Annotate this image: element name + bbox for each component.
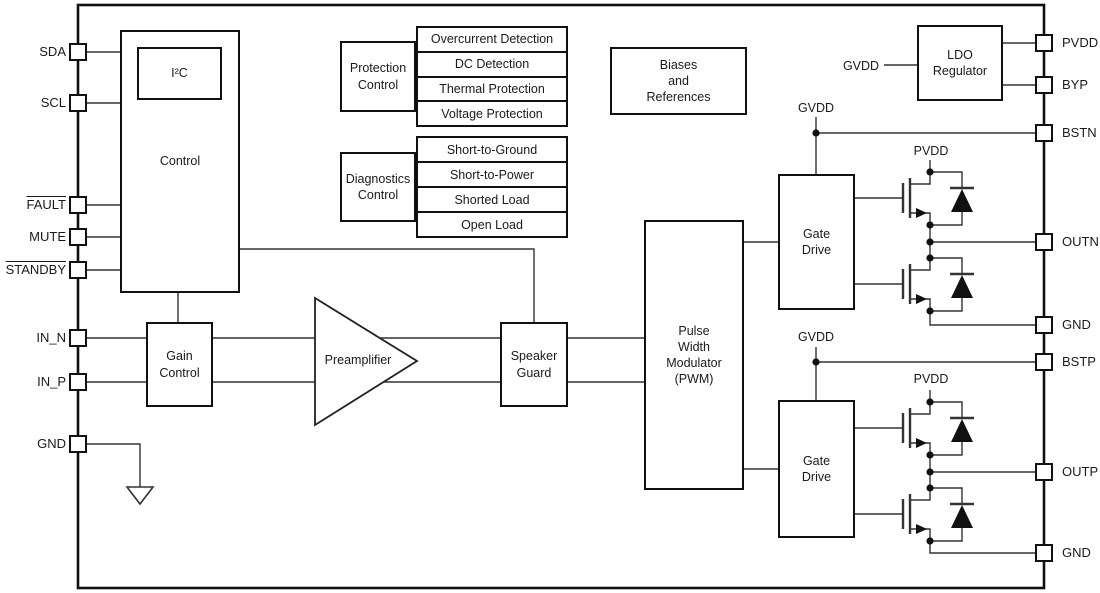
pin-byp (1035, 76, 1053, 94)
pin-label-outn: OUTN (1062, 234, 1099, 249)
pin-label-scl: SCL (40, 95, 66, 110)
pin-label-bstn: BSTN (1062, 125, 1097, 140)
pin-outn (1035, 233, 1053, 251)
pin-label-in-p: IN_P (37, 374, 66, 389)
pin-bstn (1035, 124, 1053, 142)
chip-boundary (76, 3, 1046, 590)
pin-fault (69, 196, 87, 214)
gvdd-p-net-label: GVDD (797, 330, 835, 344)
pin-label-pvdd: PVDD (1062, 35, 1099, 50)
pin-in-n (69, 329, 87, 347)
nmos-high-side-p-icon (853, 397, 976, 460)
pin-label-byp: BYP (1062, 77, 1089, 92)
pin-in-p (69, 373, 87, 391)
preamplifier-label: Preamplifier (324, 353, 392, 367)
diagnostics-item: Short-to-Power (418, 163, 566, 188)
speaker-guard-label: Speaker Guard (510, 349, 558, 380)
ground-icon (125, 486, 155, 506)
i2c-block: I²C (137, 47, 222, 100)
pin-label-mute: MUTE (29, 229, 66, 244)
diagnostics-control-block: Diagnostics Control (340, 152, 416, 222)
gvdd-ldo-net-label: GVDD (842, 59, 880, 73)
pwm-label: Pulse Width Modulator (PWM) (666, 323, 722, 387)
protection-list: Overcurrent Detection DC Detection Therm… (416, 26, 568, 127)
pin-label-standby: STANDBY (5, 262, 66, 277)
pin-sda (69, 43, 87, 61)
pin-label-sda: SDA (39, 44, 66, 59)
diagnostics-list: Short-to-Ground Short-to-Power Shorted L… (416, 136, 568, 238)
gate-drive-p-block: Gate Drive (778, 400, 855, 538)
diagnostics-item: Open Load (418, 213, 566, 236)
junction-dots (812, 129, 934, 476)
gain-control-label: Gain Control (159, 349, 200, 380)
protection-item: DC Detection (418, 52, 566, 78)
diagnostics-item: Short-to-Ground (418, 138, 566, 163)
pwm-block: Pulse Width Modulator (PWM) (644, 220, 744, 490)
speaker-guard-block: Speaker Guard (500, 322, 568, 407)
nmos-high-side-n-icon (853, 167, 976, 230)
pin-scl (69, 94, 87, 112)
pin-label-gnd-left: GND (37, 436, 66, 451)
pin-pvdd (1035, 34, 1053, 52)
gate-drive-n-label: Gate Drive (801, 226, 832, 257)
pin-gnd-n (1035, 316, 1053, 334)
pin-standby (69, 261, 87, 279)
pin-gnd-left (69, 435, 87, 453)
protection-item: Voltage Protection (418, 102, 566, 125)
pin-label-outp: OUTP (1062, 464, 1099, 479)
ldo-regulator-block: LDO Regulator (917, 25, 1003, 101)
pin-label-bstp: BSTP (1062, 354, 1096, 369)
nmos-low-side-n-icon (853, 253, 976, 316)
pin-bstp (1035, 353, 1053, 371)
biases-references-block: Biases and References (610, 47, 747, 115)
nmos-low-side-p-icon (853, 483, 976, 546)
protection-control-block: Protection Control (340, 41, 416, 112)
diagnostics-item: Shorted Load (418, 188, 566, 213)
pin-outp (1035, 463, 1053, 481)
control-block: I²C Control (120, 30, 240, 293)
pin-gnd-p (1035, 544, 1053, 562)
protection-control-label: Protection Control (349, 61, 407, 92)
pvdd-p-net-label: PVDD (913, 372, 949, 386)
pin-label-gnd-n: GND (1062, 317, 1091, 332)
gvdd-n-net-label: GVDD (797, 101, 835, 115)
control-label: Control (159, 154, 201, 168)
diagnostics-control-label: Diagnostics Control (345, 171, 411, 202)
gain-control-block: Gain Control (146, 322, 213, 407)
pin-mute (69, 228, 87, 246)
protection-item: Thermal Protection (418, 77, 566, 103)
i2c-label: I²C (171, 66, 188, 81)
biases-references-label: Biases and References (646, 57, 711, 105)
gate-drive-p-label: Gate Drive (801, 453, 832, 484)
gate-drive-n-block: Gate Drive (778, 174, 855, 310)
ldo-regulator-label: LDO Regulator (932, 47, 988, 78)
pin-label-fault: FAULT (26, 197, 67, 212)
pin-label-in-n: IN_N (36, 330, 66, 345)
preamplifier-triangle (314, 296, 419, 427)
protection-item: Overcurrent Detection (418, 28, 566, 53)
pvdd-n-net-label: PVDD (913, 144, 949, 158)
pin-label-gnd-p: GND (1062, 545, 1091, 560)
